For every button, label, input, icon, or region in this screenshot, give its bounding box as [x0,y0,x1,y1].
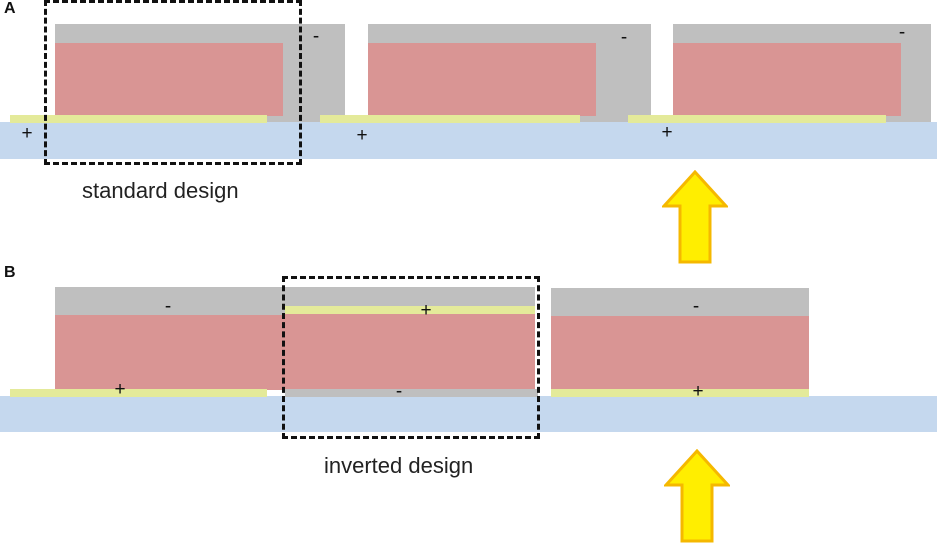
cell-a1-transparent-electrode [10,115,267,123]
cell-a3-transparent-electrode [628,115,886,123]
sign-plus-a1: + [21,123,33,144]
sign-plus-b1: + [114,379,126,400]
inverted-design-highlight-box [282,276,540,439]
sign-minus-b1: - [164,296,172,317]
sign-minus-b2-bottom: - [395,381,403,402]
substrate-a [0,122,937,159]
panel-label-a: A [4,0,16,17]
cell-b3-transparent-electrode [551,389,809,397]
sign-minus-b3: - [692,296,700,317]
up-arrow-icon [664,449,730,543]
cell-b1-transparent-electrode [10,389,267,397]
cell-a2-transparent-electrode [320,115,580,123]
sign-plus-a3: + [661,122,673,143]
sign-minus-a1: - [312,26,320,47]
panel-label-b: B [4,264,16,281]
sign-plus-a2: + [356,125,368,146]
up-arrow-icon [662,170,728,264]
cell-b2-transparent-electrode-top [285,306,535,314]
sign-minus-a2: - [620,27,628,48]
sign-minus-a3: - [898,22,906,43]
inverted-design-caption: inverted design [324,453,474,478]
cell-b2-active-layer [285,314,535,390]
sign-plus-b2-top: + [420,300,432,321]
cell-b2-metal-top [285,287,535,307]
cell-b3-active-layer [551,316,809,390]
cell-b1-active-layer [55,315,285,390]
cell-b1-metal-electrode [55,287,285,315]
cell-a2-active-layer [368,43,596,116]
standard-design-caption: standard design [82,178,239,203]
cell-a3-active-layer [673,43,901,116]
standard-design-highlight-box [44,0,302,165]
cell-b2-metal-bottom [285,389,538,397]
sign-plus-b3: + [692,381,704,402]
cell-a1-active-layer [55,43,283,116]
substrate-b [0,396,937,432]
cell-b3-metal-electrode [551,288,809,316]
